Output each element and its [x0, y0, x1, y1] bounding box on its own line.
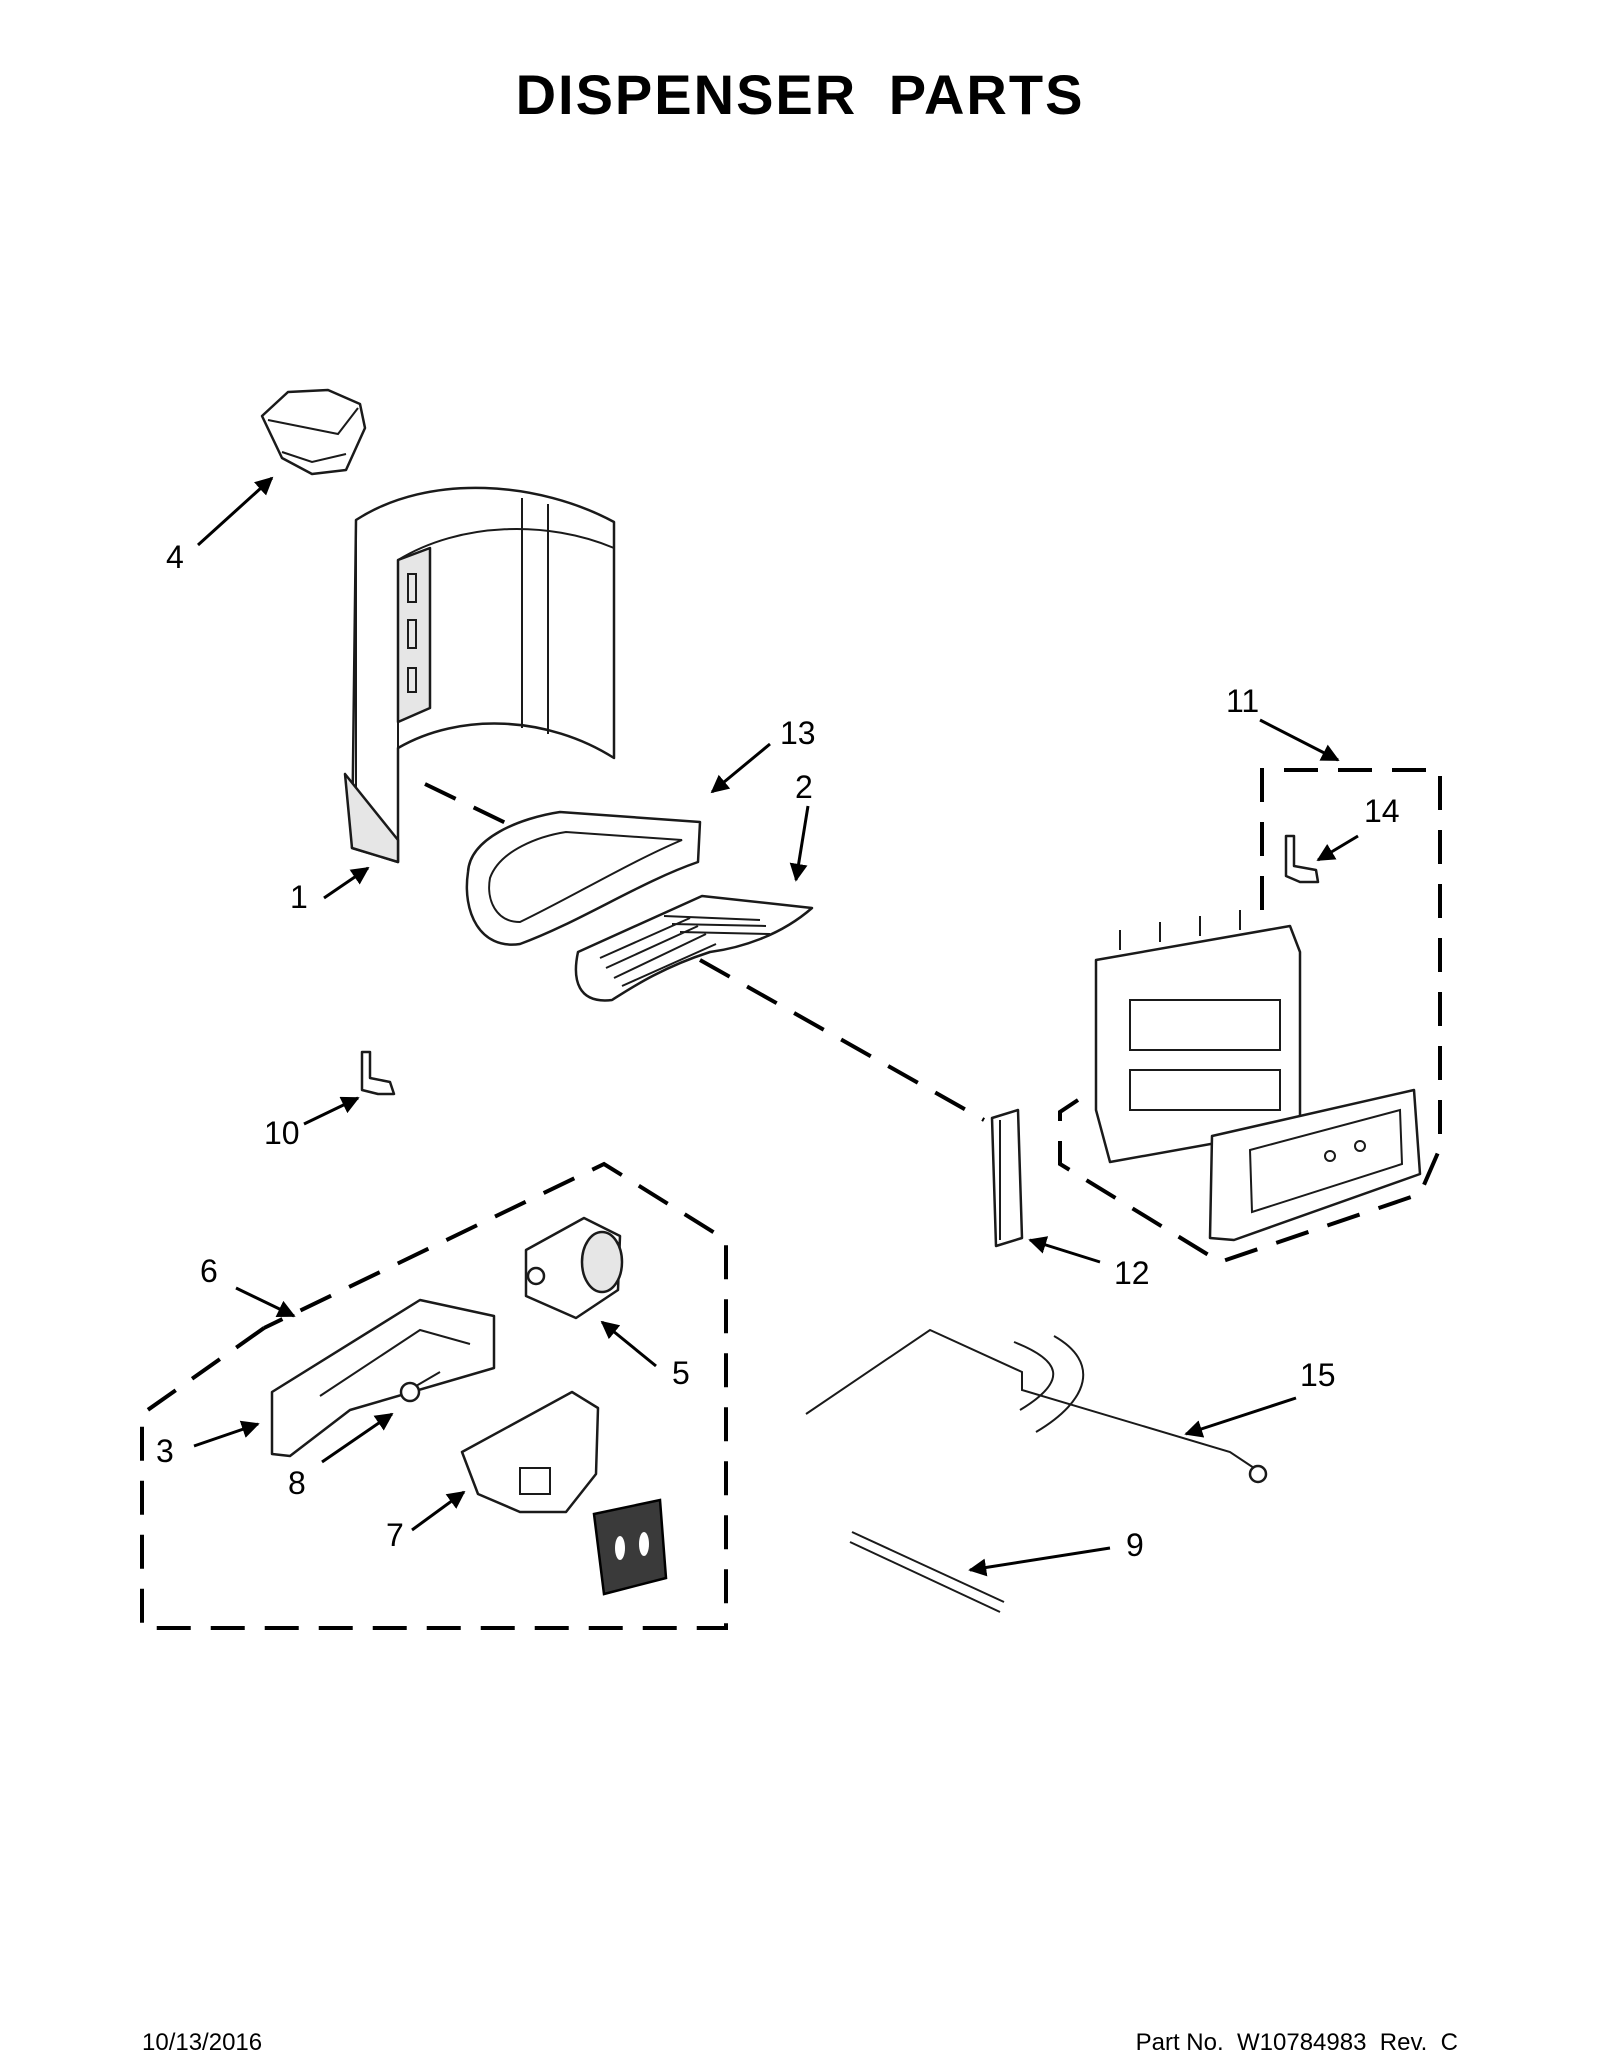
callout-14: 14: [1364, 793, 1400, 829]
callout-4: 4: [166, 539, 184, 575]
part-9-tube: [849, 1531, 1005, 1613]
callout-2: 2: [795, 769, 813, 805]
callout-3: 3: [156, 1433, 174, 1469]
part-15-water-line: [805, 1328, 1268, 1484]
callout-1: 1: [290, 879, 308, 915]
part-8-screw: [399, 1371, 441, 1403]
part-11-control-panel-assembly: [1094, 910, 1422, 1242]
callout-9: 9: [1126, 1527, 1144, 1563]
callout-7: 7: [386, 1517, 404, 1553]
part-13-drip-tray-frame: [465, 810, 702, 946]
callout-11: 11: [1226, 683, 1259, 719]
part-10-switch: [360, 1050, 396, 1096]
part-12-pad: [990, 1108, 1024, 1248]
footer-date: 10/13/2016: [142, 2029, 263, 2056]
housing-to-tray-dashed-line: [424, 782, 513, 828]
callout-13: 13: [780, 715, 816, 751]
part-3-bracket: [270, 1298, 496, 1458]
callout-15: 15: [1300, 1357, 1336, 1393]
callout-5: 5: [672, 1355, 690, 1391]
tray-to-pad-dashed-line: [699, 958, 985, 1122]
part-14-switch: [1284, 834, 1320, 884]
part-7-actuator: [460, 1390, 600, 1514]
part-5-motor: [524, 1216, 624, 1320]
part-2-drip-tray-grille: [574, 894, 814, 1002]
footer-part-number: Part No. W10784983 Rev. C: [1135, 2029, 1458, 2056]
callout-12: 12: [1114, 1255, 1150, 1291]
callout-8: 8: [288, 1465, 306, 1501]
paddle-pad: [592, 1498, 668, 1596]
part-1-dispenser-housing: [343, 486, 616, 864]
leader-arrows: [193, 476, 1359, 1577]
part-4-ice-chute-cup: [260, 388, 367, 476]
callout-6: 6: [200, 1253, 218, 1289]
page-title: DISPENSER PARTS: [515, 63, 1085, 126]
callout-10: 10: [264, 1115, 300, 1151]
assembly-6-dashed-outline: [140, 1161, 728, 1630]
